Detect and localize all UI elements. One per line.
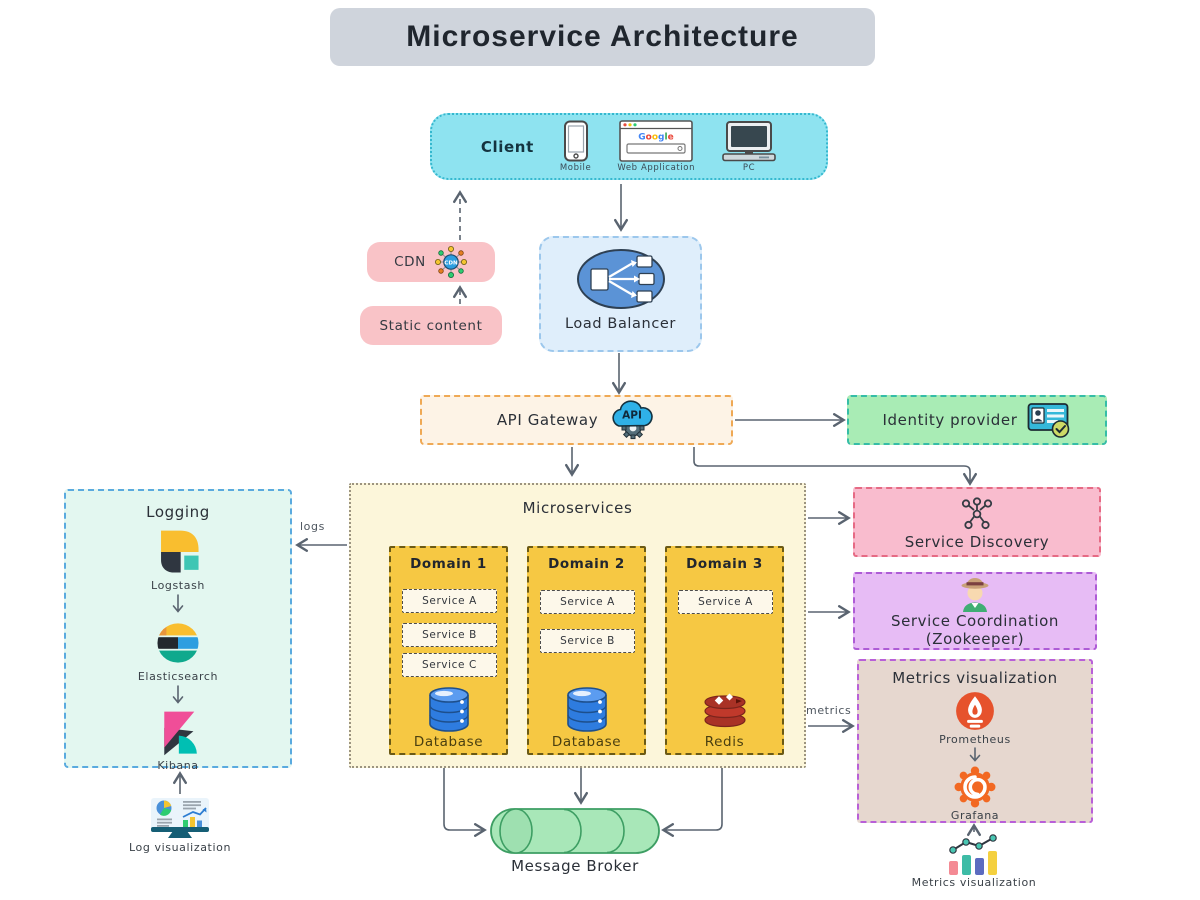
elasticsearch-icon — [152, 618, 204, 668]
service-box: Service A — [540, 590, 635, 614]
store-label: Database — [413, 734, 484, 750]
service-box: Service B — [402, 623, 497, 647]
logging-title: Logging — [146, 503, 210, 521]
domain-1: Domain 1 Service A Service B Service C D… — [389, 546, 508, 755]
cdn-network-icon: CDN — [434, 245, 468, 279]
message-broker-label: Message Broker — [511, 857, 639, 875]
prometheus-icon — [954, 690, 996, 732]
edge-label-metrics: metrics — [806, 704, 852, 717]
domain-2: Domain 2 Service A Service B Database — [527, 546, 646, 755]
desktop-icon — [721, 120, 777, 162]
service-coordination-label-line1: Service Coordination — [890, 612, 1060, 630]
service-box: Service C — [402, 653, 497, 677]
elasticsearch-label: Elasticsearch — [137, 670, 219, 683]
service-coordination-label-line2: (Zookeeper) — [925, 630, 1025, 648]
device-mobile: Mobile — [560, 120, 591, 173]
arrow-down-icon — [171, 685, 185, 707]
browser-icon: Google — [619, 120, 693, 162]
grafana-icon — [954, 766, 996, 808]
id-card-icon — [1027, 402, 1071, 438]
load-balancer-label: Load Balancer — [565, 316, 676, 332]
service-box: Service B — [540, 629, 635, 653]
store-label: Database — [551, 734, 622, 750]
log-visualization-icon — [147, 796, 213, 842]
logstash-label: Logstash — [151, 579, 205, 592]
network-nodes-icon — [959, 497, 995, 531]
api-gateway-label: API Gateway — [496, 411, 599, 429]
service-discovery-label: Service Discovery — [904, 533, 1050, 551]
service-box: Service A — [678, 590, 773, 614]
database-icon — [564, 687, 610, 733]
microservices-node: Microservices Domain 1 Service A Service… — [349, 483, 806, 768]
identity-provider-node: Identity provider — [847, 395, 1107, 445]
api-cloud-icon: API — [610, 400, 656, 440]
metrics-chart-label: Metrics visualization — [911, 876, 1037, 889]
zookeeper-icon — [955, 576, 995, 612]
kibana-label: Kibana — [157, 759, 199, 772]
microservices-title: Microservices — [522, 499, 633, 517]
svg-text:Google: Google — [638, 133, 673, 143]
metrics-visualization-node: Metrics visualization Prometheus — [857, 659, 1093, 823]
cdn-node: CDN CDN — [367, 242, 495, 282]
service-discovery-node: Service Discovery — [853, 487, 1101, 557]
svg-text:API: API — [622, 410, 642, 422]
domain-2-title: Domain 2 — [548, 556, 625, 572]
api-gateway-node: API Gateway API — [420, 395, 733, 445]
logstash-icon — [152, 527, 204, 577]
device-web: Google Web Application — [617, 120, 695, 173]
page-title: Microservice Architecture — [330, 8, 875, 66]
grafana-label: Grafana — [950, 809, 1000, 822]
service-box: Service A — [402, 589, 497, 613]
device-web-label: Web Application — [617, 163, 696, 173]
svg-text:CDN: CDN — [444, 261, 458, 267]
metrics-visualization-title: Metrics visualization — [892, 669, 1058, 687]
client-node: Client Mobile Google — [430, 113, 828, 180]
client-label: Client — [480, 137, 534, 156]
cdn-label: CDN — [394, 254, 426, 270]
domain-1-title: Domain 1 — [410, 556, 487, 572]
static-content-label: Static content — [379, 317, 483, 334]
logging-node: Logging Logstash E — [64, 489, 292, 772]
device-pc: PC — [721, 120, 777, 173]
edge-label-logs: logs — [300, 520, 325, 533]
device-mobile-label: Mobile — [559, 163, 592, 173]
prometheus-label: Prometheus — [939, 733, 1011, 746]
device-pc-label: PC — [742, 163, 756, 173]
metrics-chart-icon — [943, 832, 1005, 876]
database-icon — [426, 687, 472, 733]
redis-icon — [699, 687, 751, 735]
arrow-down-icon — [968, 747, 982, 765]
kibana-icon — [154, 709, 202, 757]
domain-3: Domain 3 Service A Redis — [665, 546, 784, 755]
static-content-node: Static content — [360, 306, 502, 345]
message-broker-icon — [489, 806, 661, 856]
domain-3-title: Domain 3 — [686, 556, 763, 572]
service-coordination-node: Service Coordination (Zookeeper) — [853, 572, 1097, 650]
arrow-down-icon — [171, 594, 185, 616]
load-balancer-icon — [575, 248, 667, 310]
load-balancer-node: Load Balancer — [539, 236, 702, 352]
page-title-text: Microservice Architecture — [406, 20, 799, 53]
log-visualization-label: Log visualization — [128, 841, 232, 854]
identity-provider-label: Identity provider — [882, 411, 1018, 429]
store-label: Redis — [704, 734, 745, 750]
mobile-icon — [563, 120, 589, 162]
